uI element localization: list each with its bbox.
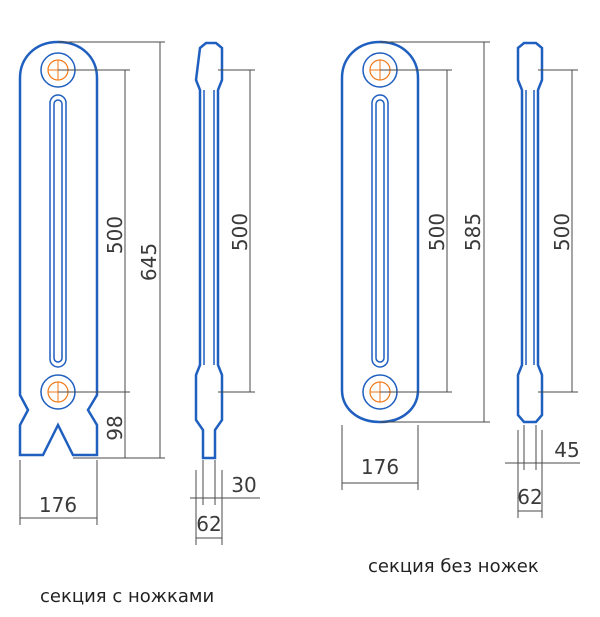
right-depth: 62 bbox=[517, 485, 542, 509]
right-side-view bbox=[505, 41, 580, 518]
right-center-slot bbox=[371, 94, 389, 368]
left-caption: секция с ножками bbox=[40, 586, 215, 607]
left-height: 645 bbox=[137, 243, 161, 281]
left-section-outline bbox=[18, 40, 99, 457]
left-side-center-distance: 500 bbox=[228, 213, 252, 251]
left-width: 176 bbox=[39, 493, 77, 517]
right-height: 585 bbox=[461, 213, 485, 251]
left-depth-top: 30 bbox=[231, 473, 256, 497]
right-side-center-distance: 500 bbox=[550, 213, 574, 251]
right-front-view bbox=[340, 40, 490, 490]
right-section-outline bbox=[340, 40, 420, 424]
left-leg-height: 98 bbox=[103, 415, 127, 440]
left-depth: 62 bbox=[196, 512, 221, 536]
right-center-distance: 500 bbox=[425, 213, 449, 251]
left-center-distance: 500 bbox=[103, 216, 127, 254]
right-side-outline bbox=[516, 41, 544, 424]
right-width: 176 bbox=[361, 455, 399, 479]
left-side-outline bbox=[194, 41, 224, 460]
right-depth-top: 45 bbox=[554, 438, 579, 462]
right-caption: секция без ножек bbox=[368, 556, 539, 577]
left-side-view bbox=[190, 41, 260, 545]
left-center-slot bbox=[49, 94, 67, 368]
left-front-view bbox=[18, 40, 165, 525]
